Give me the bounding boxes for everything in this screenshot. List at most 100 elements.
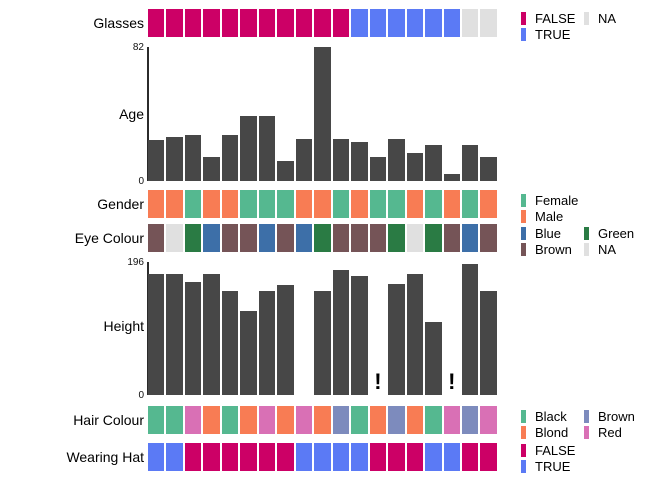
gender-tile-female	[369, 190, 387, 218]
legend-entry-brown: Brown	[521, 243, 584, 256]
legend-label: Green	[598, 226, 635, 241]
glasses-tile-false	[184, 9, 202, 37]
age-bar-chart	[148, 47, 497, 181]
legend-entry-green: Green	[584, 227, 647, 240]
wearing_hat-tile-false	[258, 443, 276, 471]
legend-entry-red: Red	[584, 426, 647, 439]
age-axis-max-tick: 82	[132, 42, 144, 53]
gender-tile-male	[480, 190, 497, 218]
legend-swatch	[521, 12, 526, 25]
height-bar-slot	[148, 262, 165, 395]
row-label-glasses: Glasses	[93, 15, 144, 31]
height-bar-slot	[461, 262, 479, 395]
legend-label: NA	[598, 11, 617, 26]
height-bar	[406, 274, 424, 395]
age-bar	[184, 135, 202, 181]
height-bar	[148, 274, 165, 395]
age-bar-slot	[461, 47, 479, 181]
hair_colour-tile-red	[258, 406, 276, 434]
eye_colour-tile-brown	[369, 224, 387, 252]
age-bar-slot	[258, 47, 276, 181]
eye_colour-tile-blue	[258, 224, 276, 252]
glasses-tile-false	[240, 9, 257, 37]
hair_colour-tile-blond	[240, 406, 257, 434]
wearing_hat-tile-false	[240, 443, 257, 471]
eye-colour-strip	[148, 224, 497, 252]
hair_colour-tile-red	[184, 406, 202, 434]
wearing_hat-tile-true	[351, 443, 368, 471]
age-bar	[148, 140, 165, 181]
height-bar-slot	[388, 262, 405, 395]
hair_colour-tile-brown	[332, 406, 350, 434]
age-bar	[314, 47, 331, 181]
age-bar	[295, 138, 313, 181]
height-bar-slot	[480, 262, 497, 395]
legend-label: Brown	[598, 409, 635, 424]
height-bar	[258, 291, 276, 395]
height-bar	[314, 291, 331, 395]
age-bar	[221, 135, 239, 181]
wearing_hat-tile-false	[406, 443, 424, 471]
age-bar	[425, 145, 442, 181]
age-bar	[203, 156, 220, 181]
age-axis-zero-tick: 0	[138, 176, 144, 187]
legend-label: NA	[598, 242, 617, 257]
gender-tile-male	[166, 190, 183, 218]
gender-tile-male	[148, 190, 165, 218]
wearing_hat-tile-false	[480, 443, 497, 471]
legend-swatch	[584, 426, 589, 439]
height-bar-slot	[166, 262, 183, 395]
legend-swatch	[521, 194, 526, 207]
gender-tile-female	[184, 190, 202, 218]
age-bar-slot	[351, 47, 368, 181]
eye_colour-tile-blue	[295, 224, 313, 252]
na-marker: !	[374, 369, 382, 394]
row-label-gender: Gender	[97, 196, 144, 212]
legend-swatch	[521, 444, 526, 457]
glasses-tile-true	[425, 9, 442, 37]
age-bar-slot	[425, 47, 442, 181]
legend-swatch	[584, 243, 589, 256]
height-bar-slot	[351, 262, 368, 395]
wearing_hat-tile-false	[184, 443, 202, 471]
wearing_hat-tile-false	[461, 443, 479, 471]
eye_colour-tile-brown	[221, 224, 239, 252]
age-bar-slot	[184, 47, 202, 181]
hair_colour-tile-blond	[277, 406, 294, 434]
row-label-eye-colour: Eye Colour	[74, 230, 144, 246]
legend-label: Blue	[535, 226, 562, 241]
legend-column: NA	[584, 12, 647, 41]
height-bar-slot	[203, 262, 220, 395]
age-bar	[166, 136, 183, 181]
legend-label: Male	[535, 209, 564, 224]
age-bar-slot	[369, 47, 387, 181]
glasses-tile-true	[406, 9, 424, 37]
gender-tile-male	[221, 190, 239, 218]
glasses-tile-na	[480, 9, 497, 37]
row-label-hair-colour: Hair Colour	[73, 412, 144, 428]
glasses-tile-true	[388, 9, 405, 37]
height-bar-slot: !	[370, 262, 386, 395]
wearing_hat-tile-true	[314, 443, 331, 471]
age-bar-slot	[221, 47, 239, 181]
hair_colour-tile-blond	[314, 406, 331, 434]
row-label-height: Height	[103, 318, 144, 334]
age-bar	[369, 156, 387, 181]
hair_colour-tile-black	[148, 406, 165, 434]
legend-entry-na: NA	[584, 12, 647, 25]
legend-swatch	[521, 243, 526, 256]
height-bar	[351, 276, 368, 395]
hair_colour-tile-black	[351, 406, 368, 434]
legend-swatch	[521, 426, 526, 439]
hair_colour-tile-black	[221, 406, 239, 434]
height-axis-max-tick: 196	[127, 257, 144, 268]
age-bar	[277, 161, 294, 181]
wearing_hat-tile-false	[221, 443, 239, 471]
gender-tile-male	[351, 190, 368, 218]
height-bar-slot	[240, 262, 257, 395]
glasses-strip	[148, 9, 497, 37]
